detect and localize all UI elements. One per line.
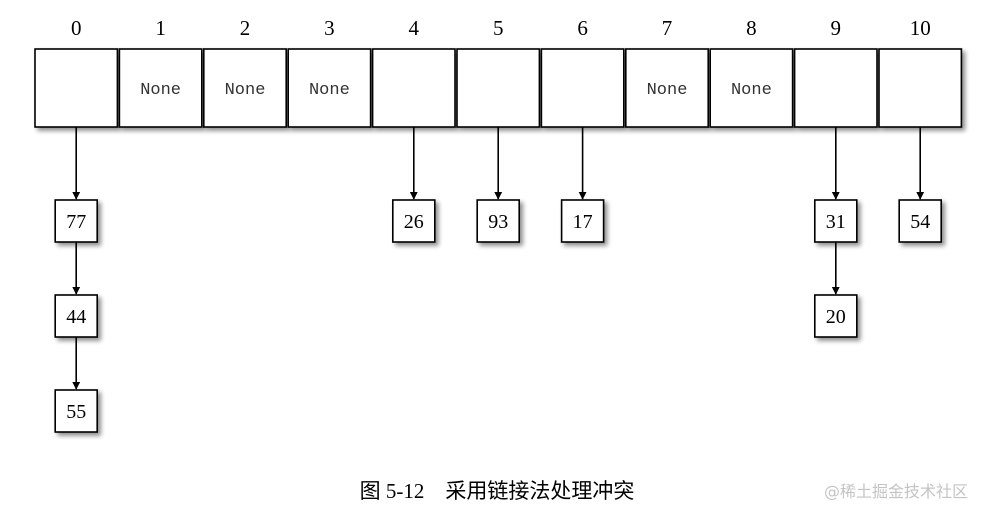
slot-index-label: 4 [409,16,420,40]
chain-node-value: 44 [66,306,86,328]
chain-node: 31 [813,199,858,243]
slot-index-label: 0 [71,16,82,40]
chain-node-box [898,199,943,243]
chain-node-value: 55 [66,401,86,423]
chain-node: 93 [476,199,521,243]
slot-index-label: 1 [155,16,166,40]
slot-none-label: None [647,81,688,100]
slot-index-label: 2 [240,16,251,40]
slot-index-label: 10 [910,16,931,40]
chain-node-box [813,199,858,243]
chain-node-box [54,199,99,243]
chain-node-box [476,199,521,243]
slot-index-label: 9 [831,16,842,40]
slot-none-label: None [731,81,772,100]
slot-cell [34,48,119,128]
figure-caption: 图 5-12 采用链接法处理冲突 [360,479,635,503]
chain-arrows [72,127,925,390]
slot-cell [878,48,963,128]
slot-4: 4 [371,16,456,128]
slot-index-label: 6 [577,16,588,40]
chain-node-value: 20 [826,306,846,328]
slot-index-label: 5 [493,16,504,40]
chain-node-value: 26 [404,211,424,233]
slot-cell [118,48,203,128]
slot-cell [203,48,288,128]
chain-node: 55 [54,389,99,433]
slot-index-label: 8 [746,16,757,40]
slot-none-label: None [140,81,181,100]
slot-cell [456,48,541,128]
slot-0: 0 [34,16,119,128]
chain-node-value: 93 [488,211,508,233]
chain-node: 44 [54,294,99,338]
slot-cell [793,48,878,128]
slot-cell [540,48,625,128]
slot-cell [624,48,709,128]
chain-node: 54 [898,199,943,243]
chain-node-value: 54 [910,211,930,233]
slot-9: 9 [793,16,878,128]
chain-node-box [54,294,99,338]
slot-index-label: 7 [662,16,673,40]
chain-node: 20 [813,294,858,338]
slot-none-label: None [225,81,266,100]
chain-node: 26 [391,199,436,243]
slot-cell [371,48,456,128]
chain-node-box [54,389,99,433]
slot-none-label: None [309,81,350,100]
slot-6: 6 [540,16,625,128]
chain-node-value: 17 [573,211,593,233]
chain-node-value: 77 [66,211,86,233]
chain-node: 17 [560,199,605,243]
slot-cell [287,48,372,128]
slot-cell [709,48,794,128]
chain-node-box [560,199,605,243]
slot-5: 5 [456,16,541,128]
chain-node-box [391,199,436,243]
chain-node-box [813,294,858,338]
watermark: @稀土掘金技术社区 [823,482,968,501]
chain-nodes: 77 44 55 26 93 17 31 20 54 [54,199,943,433]
chain-node: 77 [54,199,99,243]
chain-node-value: 31 [826,211,846,233]
slot-index-label: 3 [324,16,335,40]
slot-10: 10 [878,16,963,128]
